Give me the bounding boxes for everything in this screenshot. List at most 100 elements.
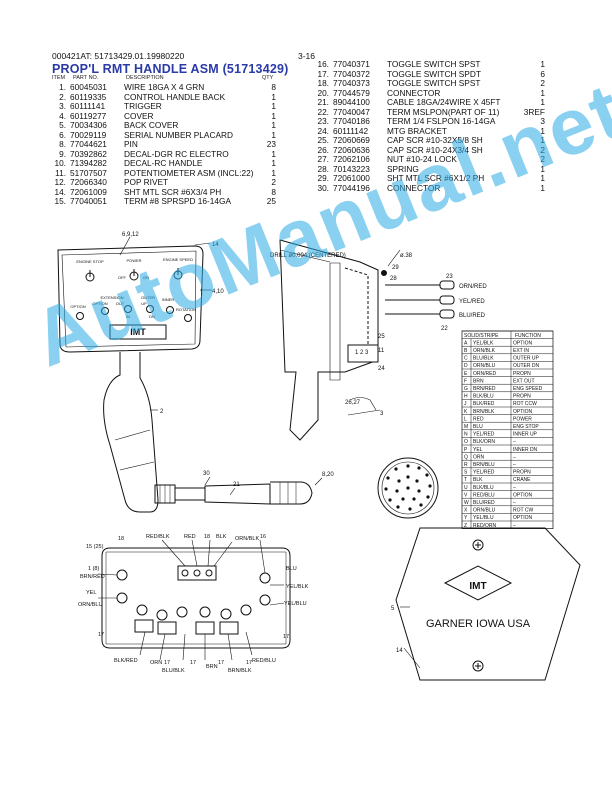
- label-outer: OUTER: [141, 295, 155, 300]
- part-quantity: 1: [271, 167, 276, 178]
- part-item-number: 24.: [317, 125, 329, 136]
- part-quantity: 1: [540, 125, 545, 136]
- wire-table-color: BLK: [473, 477, 483, 483]
- part-description: TERM #8 SPRSPD 16-14GA: [124, 196, 231, 206]
- wire-table-letter: K: [464, 409, 468, 415]
- wire-table-color: RED: [473, 416, 484, 422]
- wire-17-d: 17: [190, 660, 196, 666]
- part-number: 77040372: [333, 68, 370, 79]
- part-item-number: 26.: [317, 144, 329, 155]
- part-number: 77040371: [333, 59, 370, 69]
- part-item-number: 29.: [317, 173, 329, 183]
- part-number: 60111142: [333, 125, 369, 136]
- wire-table-function: EXT OUT: [513, 378, 535, 384]
- wire-table-function: ROT CW: [513, 508, 533, 514]
- label-inner: INNER: [162, 297, 175, 302]
- part-quantity: 2: [271, 177, 276, 187]
- pot-pins: 1 2 3: [355, 350, 369, 356]
- wire-red-blk: RED/BLK: [146, 534, 170, 540]
- wire-table-color: BRN/BLK: [473, 409, 495, 415]
- wire-table-letter: H: [464, 394, 468, 400]
- wire-table-function: –: [513, 439, 516, 445]
- wire-yel: YEL: [86, 590, 96, 596]
- callout-4-10: 4,10: [212, 289, 224, 295]
- part-number: 70392862: [70, 148, 107, 159]
- part-item-number: 20.: [317, 87, 329, 98]
- wire-blu: BLU: [286, 566, 297, 572]
- label-dn: DN: [149, 314, 155, 319]
- wire-table-function: INNER UP: [513, 432, 538, 438]
- page-title: PROP'L RMT HANDLE ASM (51713429): [52, 62, 289, 76]
- wire-red-blu: RED/BLU: [252, 658, 276, 664]
- part-description: CABLE 18GA/24WIRE X 45FT: [387, 97, 501, 107]
- part-description: DECAL-RC HANDLE: [124, 158, 203, 168]
- wire-18-top: 18: [204, 534, 210, 540]
- back-cover-text: GARNER IOWA USA: [426, 618, 531, 630]
- part-item-number: 15.: [54, 196, 66, 206]
- wire-18-left: 18: [118, 536, 124, 542]
- wire-table-color: YEL/RED: [473, 470, 495, 476]
- part-number: 70029119: [70, 129, 107, 140]
- wire-brn: BRN: [206, 664, 218, 670]
- part-description: TRIGGER: [124, 101, 162, 111]
- label-engine-stop: ENGINE STOP: [76, 259, 104, 264]
- part-item-number: 4.: [59, 110, 66, 121]
- back-cover-plate: [395, 527, 581, 681]
- part-quantity: 1: [271, 110, 276, 121]
- callout-29: 29: [392, 265, 399, 271]
- wire-table-letter: R: [464, 462, 468, 468]
- handle-logo: IMT: [130, 327, 146, 337]
- wire-table-letter: C: [464, 356, 468, 362]
- part-number: 51707507: [70, 167, 107, 178]
- part-quantity: 1: [271, 120, 276, 130]
- wire-table-letter: J: [464, 401, 467, 407]
- part-description: SHT MTL SCR #6X3/4 PH: [124, 186, 222, 197]
- callout-26-27: 26,27: [345, 400, 361, 406]
- callout-11: 11: [378, 348, 385, 354]
- part-number: 77044196: [333, 182, 370, 193]
- part-description: TOGGLE SWITCH SPDT: [387, 68, 481, 79]
- part-quantity: 3REF: [523, 106, 545, 117]
- wire-table-letter: F: [464, 378, 467, 384]
- wire-table-function: OPTION: [513, 515, 533, 521]
- part-description: PIN: [124, 139, 138, 149]
- wire-table-color: RED/ORN: [473, 523, 496, 529]
- part-number: 70143223: [333, 163, 370, 174]
- wire-table-function: –: [513, 485, 516, 491]
- part-quantity: 2: [540, 144, 545, 155]
- part-item-number: 27.: [317, 154, 329, 164]
- part-description: POTENTIOMETER ASM (INCL:22): [124, 167, 254, 178]
- wire-table-color: BRN: [473, 378, 484, 384]
- wire-table-color: ORN/RED: [473, 371, 496, 377]
- part-description: CAP SCR #10-32X5/8 SH: [387, 135, 483, 145]
- callout-23: 23: [446, 274, 453, 280]
- part-description: BACK COVER: [124, 120, 179, 130]
- wire-17-c: 17: [164, 660, 170, 666]
- label-on: ON: [143, 275, 149, 280]
- part-item-number: 21.: [317, 97, 329, 107]
- lead-yel-red: YEL/RED: [459, 299, 485, 305]
- part-item-number: 16.: [317, 59, 329, 69]
- part-quantity: 23: [266, 139, 276, 149]
- part-description: NUT #10-24 LOCK: [387, 154, 457, 164]
- wire-table-function: OPTION: [513, 409, 533, 415]
- label-rotation: ROTATION: [176, 307, 196, 312]
- callout-14-back: 14: [396, 648, 403, 654]
- wire-table-color: BLK/BLU: [473, 485, 494, 491]
- part-number: 89044100: [333, 97, 370, 107]
- wire-table-color: ORN: [473, 454, 485, 460]
- part-quantity: 1: [540, 87, 545, 98]
- wire-table-color: RED/BLU: [473, 492, 495, 498]
- part-number: 60111141: [70, 101, 106, 111]
- wire-table-letter: U: [464, 485, 468, 491]
